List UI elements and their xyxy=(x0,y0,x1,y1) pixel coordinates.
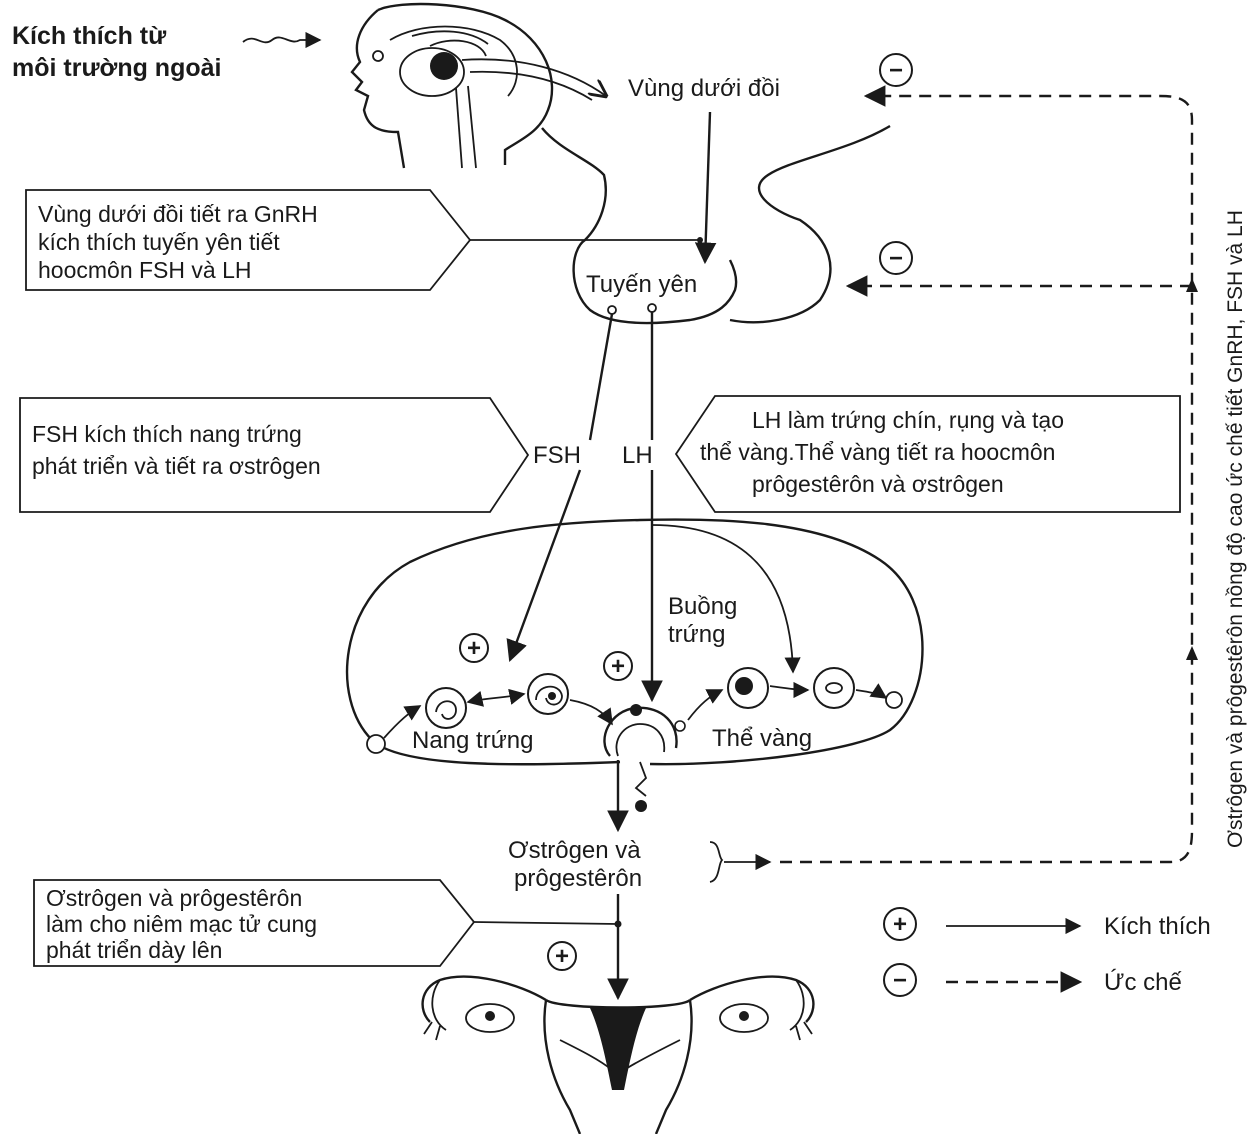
svg-text:+: + xyxy=(555,943,569,970)
lh-note: LH làm trứng chín, rụng và tạo thể vàng.… xyxy=(674,395,1181,513)
brain-to-hypothalamus-arrow xyxy=(461,58,606,96)
svg-text:−: − xyxy=(889,245,903,272)
uterus-note: Ơstrôgen và prôgestêrôn làm cho niêm mạc… xyxy=(33,879,476,967)
negative-feedback-lines xyxy=(780,85,1198,864)
legend: + Kích thích − Ức chế xyxy=(883,907,1211,997)
uterus-note-line-1: Ơstrôgen và prôgestêrôn xyxy=(46,885,302,911)
pituitary-label: Tuyến yên xyxy=(586,271,697,298)
follicle-label: Nang trứng xyxy=(412,727,533,754)
stimulate-sign-lh: + xyxy=(603,651,633,681)
lh-note-line-1: LH làm trứng chín, rụng và tạo xyxy=(752,407,1064,433)
uterus-note-line-2: làm cho niêm mạc tử cung xyxy=(46,911,317,937)
svg-text:−: − xyxy=(889,57,903,84)
fsh-note-line-2: phát triển và tiết ra ơstrôgen xyxy=(32,453,321,479)
legend-inhibit-sign: − xyxy=(883,963,917,997)
svg-text:+: + xyxy=(893,911,907,938)
corpus-luteum-label: Thể vàng xyxy=(712,725,812,752)
legend-inhibit-label: Ức chế xyxy=(1104,969,1183,996)
uterus-note-line-3: phát triển dày lên xyxy=(46,937,222,963)
hypothalamus-to-pituitary-arrow xyxy=(694,111,717,265)
fsh-note: FSH kích thích nang trứng phát triển và … xyxy=(19,397,530,513)
stimulate-sign-fsh: + xyxy=(459,633,489,663)
gnrh-note-line-2: kích thích tuyến yên tiết xyxy=(38,229,280,255)
stimulate-sign-uterus: + xyxy=(547,941,577,971)
svg-text:+: + xyxy=(611,653,625,680)
uterus-illustration xyxy=(421,975,815,1135)
gnrh-note-line-1: Vùng dưới đồi tiết ra GnRH xyxy=(38,201,318,227)
fsh-label: FSH xyxy=(533,442,581,469)
hypothalamus-label: Vùng dưới đồi xyxy=(628,75,780,102)
lh-label: LH xyxy=(622,442,653,469)
legend-stimulate-sign: + xyxy=(883,907,917,941)
stimulus-line-2: môi trường ngoài xyxy=(12,54,221,82)
ovary: Buồng trứng Nang trứng Thể vàng xyxy=(345,518,924,812)
stimulus-wavy-arrow xyxy=(242,31,322,49)
fsh-note-line-1: FSH kích thích nang trứng xyxy=(32,421,302,447)
feedback-label: Ơstrôgen và prôgestêrôn nồng độ cao ức c… xyxy=(1224,210,1247,848)
svg-text:+: + xyxy=(467,635,481,662)
lh-to-corpus-arrow xyxy=(651,524,801,674)
stimulus-line-1: Kích thích từ xyxy=(12,22,167,50)
hormones-label-2: prôgestêrôn xyxy=(514,865,642,892)
gnrh-note: Vùng dưới đồi tiết ra GnRH kích thích tu… xyxy=(25,189,472,291)
body-outline xyxy=(541,124,891,325)
gnrh-note-line-3: hoocmôn FSH và LH xyxy=(38,257,251,283)
hormones-label-1: Ơstrôgen và xyxy=(508,837,641,864)
hormones-brace xyxy=(709,841,724,883)
lh-note-line-2: thể vàng.Thể vàng tiết ra hoocmôn xyxy=(700,439,1055,465)
head-illustration xyxy=(350,2,554,169)
svg-text:−: − xyxy=(893,967,907,994)
inhibit-sign-pituitary: − xyxy=(879,241,913,275)
fsh-arrow xyxy=(510,313,614,660)
inhibit-sign-hypothalamus: − xyxy=(879,53,913,87)
ovary-label-2: trứng xyxy=(668,621,725,648)
lh-note-line-3: prôgestêrôn và ơstrôgen xyxy=(752,471,1004,497)
ovary-label-1: Buồng xyxy=(668,593,737,620)
legend-stimulate-label: Kích thích xyxy=(1104,913,1211,940)
